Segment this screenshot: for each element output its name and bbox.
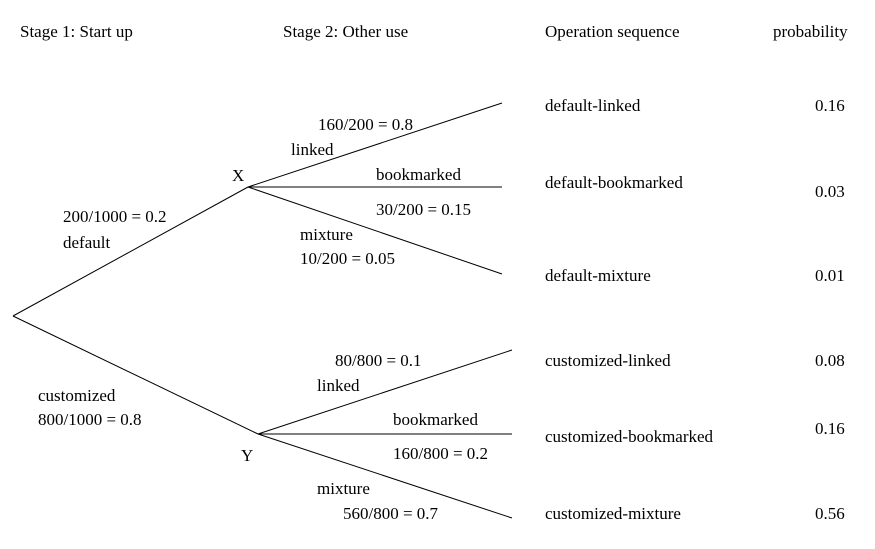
branch-y-mixture: [257, 433, 513, 519]
outcome-probability: 0.01: [815, 266, 845, 285]
branch-default: [12, 186, 249, 317]
outcome-sequence: default-linked: [545, 96, 641, 115]
outcome-probability: 0.08: [815, 351, 845, 370]
y-mixture-label: mixture: [317, 479, 370, 498]
y-linked-ratio: 80/800 = 0.1: [335, 351, 422, 370]
node-y: Y: [241, 446, 253, 465]
x-bookmarked-label: bookmarked: [376, 165, 461, 184]
header-stage2: Stage 2: Other use: [283, 22, 408, 41]
y-bookmarked-ratio: 160/800 = 0.2: [393, 444, 488, 463]
header-operation-sequence: Operation sequence: [545, 22, 680, 41]
outcome-probability: 0.16: [815, 419, 845, 438]
outcome-sequence: default-bookmarked: [545, 173, 683, 192]
outcome-sequence: default-mixture: [545, 266, 651, 285]
default-ratio: 200/1000 = 0.2: [63, 207, 167, 226]
header-stage1: Stage 1: Start up: [20, 22, 133, 41]
node-x: X: [232, 166, 244, 185]
x-linked-ratio: 160/200 = 0.8: [318, 115, 413, 134]
branch-y-linked: [257, 349, 513, 435]
x-mixture-ratio: 10/200 = 0.05: [300, 249, 395, 268]
outcome-probability: 0.03: [815, 182, 845, 201]
outcome-sequence: customized-mixture: [545, 504, 681, 523]
y-mixture-ratio: 560/800 = 0.7: [343, 504, 439, 523]
header-probability: probability: [773, 22, 848, 41]
customized-ratio: 800/1000 = 0.8: [38, 410, 142, 429]
y-bookmarked-label: bookmarked: [393, 410, 478, 429]
branch-x-linked: [247, 102, 503, 188]
outcome-probability: 0.16: [815, 96, 845, 115]
default-label: default: [63, 233, 110, 252]
customized-label: customized: [38, 386, 116, 405]
outcome-sequence: customized-bookmarked: [545, 427, 714, 446]
outcome-probability: 0.56: [815, 504, 845, 523]
x-bookmarked-ratio: 30/200 = 0.15: [376, 200, 471, 219]
y-linked-label: linked: [317, 376, 360, 395]
x-linked-label: linked: [291, 140, 334, 159]
x-mixture-label: mixture: [300, 225, 353, 244]
outcome-sequence: customized-linked: [545, 351, 671, 370]
branch-customized: [12, 315, 259, 435]
branch-x-mixture: [247, 186, 503, 275]
